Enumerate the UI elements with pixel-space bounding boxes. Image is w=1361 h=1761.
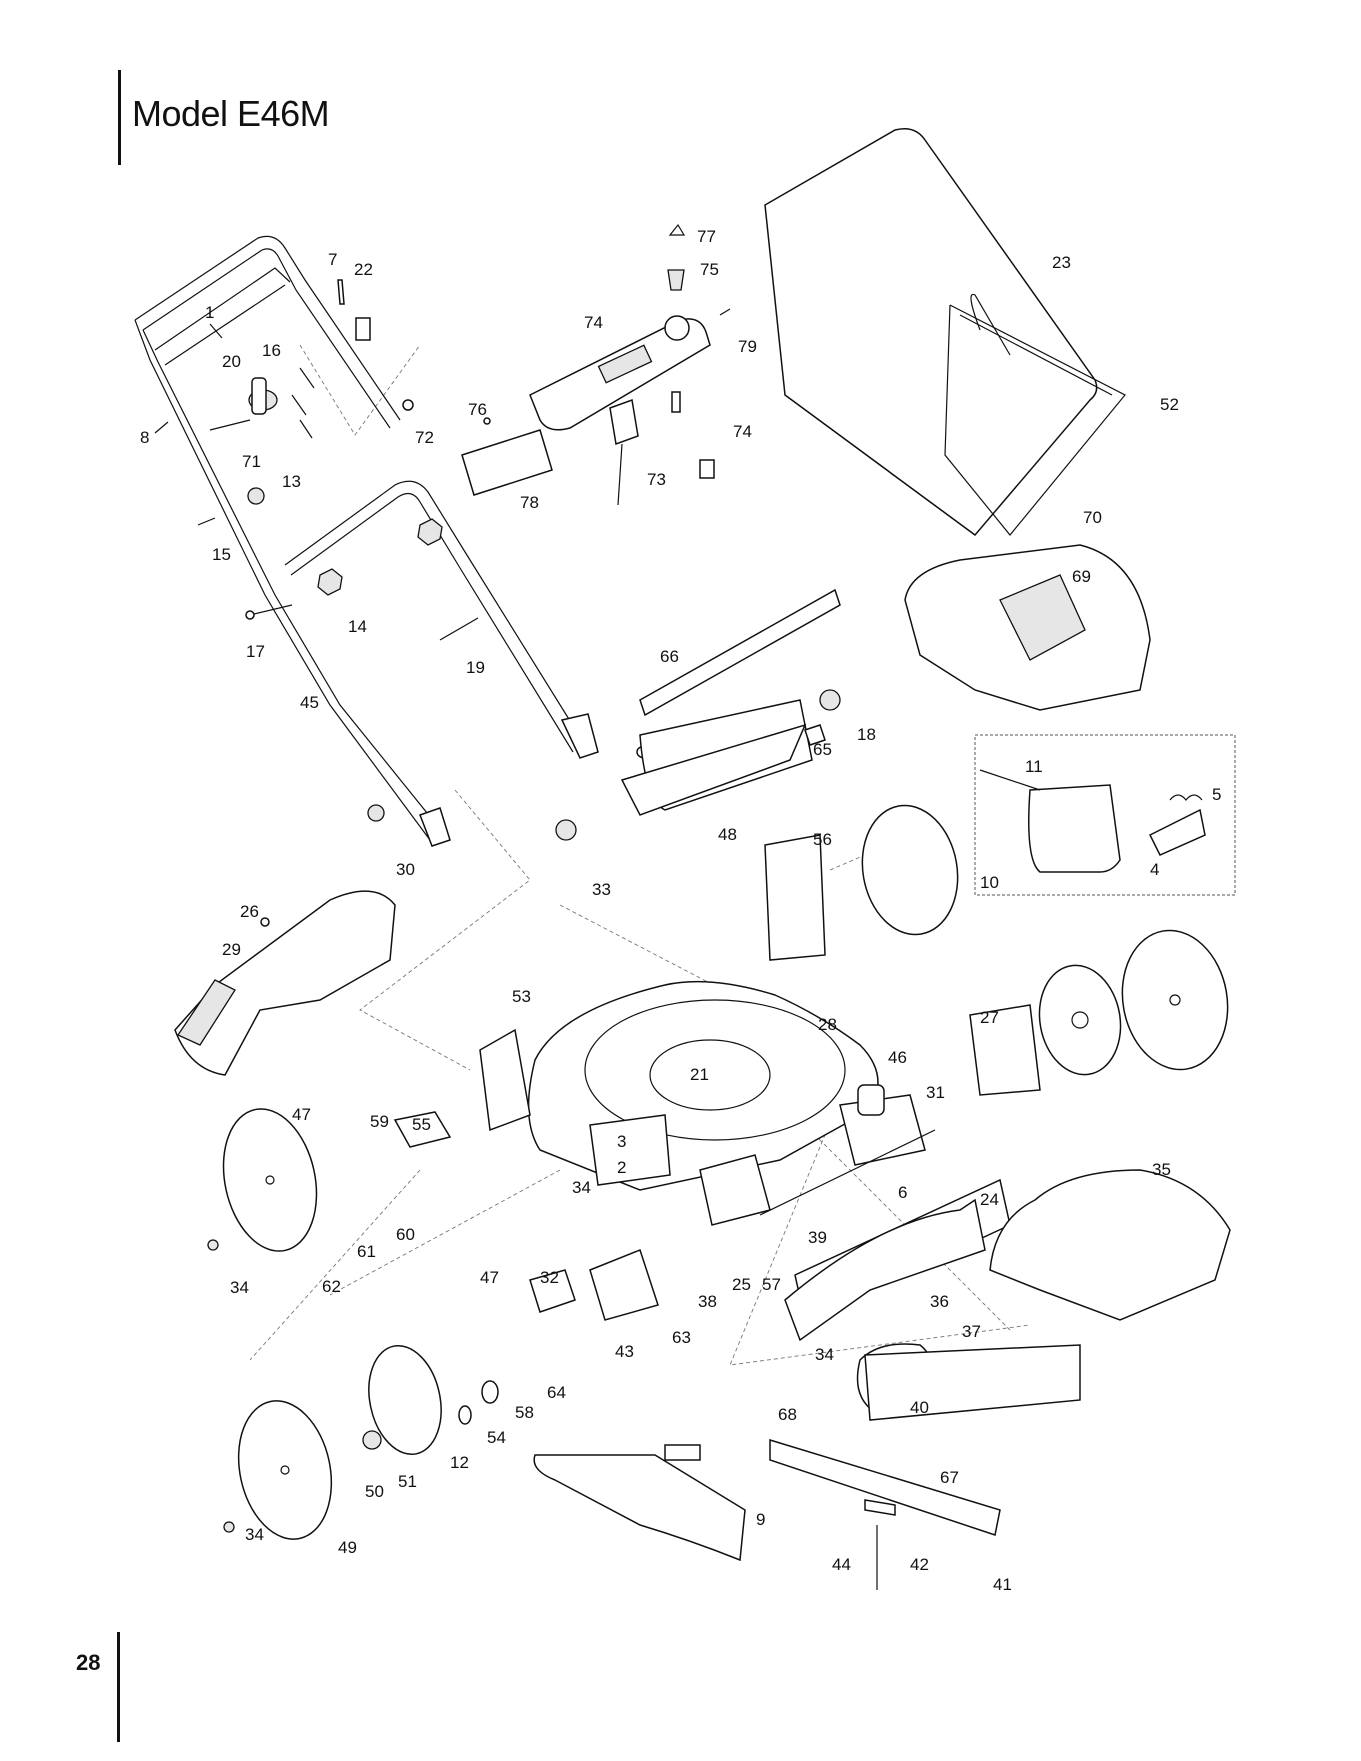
page-number-rule [117, 1632, 120, 1742]
callout-1: 1 [205, 303, 214, 322]
callout-26: 26 [240, 902, 259, 921]
callout-10: 10 [980, 873, 999, 892]
callout-28: 28 [818, 1015, 837, 1034]
grass-bag [765, 129, 1125, 535]
callout-63: 63 [672, 1328, 691, 1347]
callout-61: 61 [357, 1242, 376, 1261]
callout-70: 70 [1083, 508, 1102, 527]
callout-41: 41 [993, 1575, 1012, 1594]
callout-74-b: 74 [733, 422, 752, 441]
callout-71: 71 [242, 452, 261, 471]
callout-47-b: 47 [480, 1268, 499, 1287]
left-wheels [208, 1100, 498, 1548]
callout-17: 17 [246, 642, 265, 661]
discharge-chute [175, 891, 395, 1075]
callout-57: 57 [762, 1275, 781, 1294]
callout-42: 42 [910, 1555, 929, 1574]
callout-78: 78 [520, 493, 539, 512]
callout-43: 43 [615, 1342, 634, 1361]
mulching-plug [534, 1445, 745, 1560]
callout-59: 59 [370, 1112, 389, 1131]
callout-60: 60 [396, 1225, 415, 1244]
callout-14: 14 [348, 617, 367, 636]
callout-3: 3 [617, 1132, 626, 1151]
callout-58: 58 [515, 1403, 534, 1422]
callout-34-b: 34 [230, 1278, 249, 1297]
callout-25: 25 [732, 1275, 751, 1294]
callout-15: 15 [212, 545, 231, 564]
callout-65: 65 [813, 740, 832, 759]
callout-73: 73 [647, 470, 666, 489]
callout-18: 18 [857, 725, 876, 744]
callout-7: 7 [328, 250, 337, 269]
callout-79: 79 [738, 337, 757, 356]
side-cover [785, 1170, 1230, 1340]
callout-68: 68 [778, 1405, 797, 1424]
callout-54: 54 [487, 1428, 506, 1447]
callout-67: 67 [940, 1468, 959, 1487]
callout-69: 69 [1072, 567, 1091, 586]
callout-24: 24 [980, 1190, 999, 1209]
callout-9: 9 [756, 1510, 765, 1529]
rear-flap [556, 590, 840, 840]
callout-52: 52 [1160, 395, 1179, 414]
callout-11: 11 [1025, 757, 1043, 776]
callout-27: 27 [980, 1008, 999, 1027]
callout-20: 20 [222, 352, 241, 371]
callout-38: 38 [698, 1292, 717, 1311]
callout-31: 31 [926, 1083, 945, 1102]
callout-2: 2 [617, 1158, 626, 1177]
callout-74-a: 74 [584, 313, 603, 332]
callout-77: 77 [697, 227, 716, 246]
callout-62: 62 [322, 1277, 341, 1296]
callout-34-a: 34 [572, 1178, 591, 1197]
callout-22: 22 [354, 260, 373, 279]
callout-51: 51 [398, 1472, 417, 1491]
callout-4: 4 [1150, 860, 1159, 879]
callout-50: 50 [365, 1482, 384, 1501]
callout-53: 53 [512, 987, 531, 1006]
rear-door [905, 545, 1150, 710]
callout-8: 8 [140, 428, 149, 447]
callout-34-c: 34 [815, 1345, 834, 1364]
detail-inset [975, 735, 1235, 895]
callout-13: 13 [282, 472, 301, 491]
callout-56: 56 [813, 830, 832, 849]
callout-5: 5 [1212, 785, 1221, 804]
callout-32: 32 [540, 1268, 559, 1287]
callout-55: 55 [412, 1115, 431, 1134]
callout-76: 76 [468, 400, 487, 419]
callout-49: 49 [338, 1538, 357, 1557]
callout-47-a: 47 [292, 1105, 311, 1124]
callout-16: 16 [262, 341, 281, 360]
switch-box [462, 225, 730, 505]
drive-assembly [760, 1085, 1080, 1590]
page-number: 28 [76, 1650, 100, 1676]
callout-12: 12 [450, 1453, 469, 1472]
callout-64: 64 [547, 1383, 566, 1402]
callout-36: 36 [930, 1292, 949, 1311]
callout-30: 30 [396, 860, 415, 879]
callout-46: 46 [888, 1048, 907, 1067]
callout-45: 45 [300, 693, 319, 712]
callout-44: 44 [832, 1555, 851, 1574]
callout-72: 72 [415, 428, 434, 447]
callout-40: 40 [910, 1398, 929, 1417]
callout-34-d: 34 [245, 1525, 264, 1544]
callout-6: 6 [898, 1183, 907, 1202]
callout-33: 33 [592, 880, 611, 899]
callout-21: 21 [690, 1065, 709, 1084]
callout-37: 37 [962, 1322, 981, 1341]
callout-29: 29 [222, 940, 241, 959]
callout-48: 48 [718, 825, 737, 844]
callout-66: 66 [660, 647, 679, 666]
callout-39: 39 [808, 1228, 827, 1247]
callout-35: 35 [1152, 1160, 1171, 1179]
callout-75: 75 [700, 260, 719, 279]
callout-23: 23 [1052, 253, 1071, 272]
callout-19: 19 [466, 658, 485, 677]
